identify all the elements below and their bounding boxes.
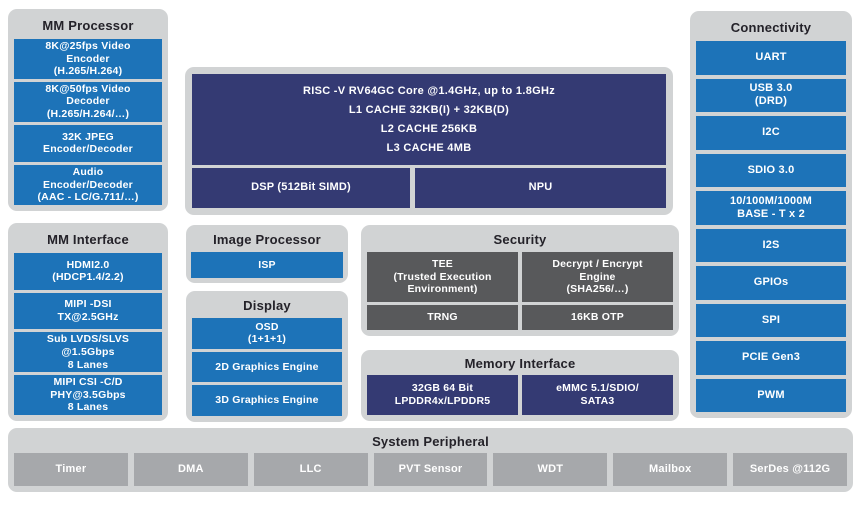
block-8k25-video-encoder: 8K@25fps Video Encoder (H.265/H.264) <box>14 39 162 79</box>
block-lpddr: 32GB 64 Bit LPDDR4x/LPDDR5 <box>367 375 518 415</box>
group-title-security: Security <box>493 232 547 247</box>
block-osd: OSD (1+1+1) <box>192 318 342 349</box>
memory-interface-row: 32GB 64 Bit LPDDR4x/LPDDR5 eMMC 5.1/SDIO… <box>367 375 673 415</box>
group-display: Display OSD (1+1+1) 2D Graphics Engine 3… <box>186 291 348 422</box>
block-jpeg-codec: 32K JPEG Encoder/Decoder <box>14 124 162 163</box>
group-cpu-core: RISC -V RV64GC Core @1.4GHz, up to 1.8GH… <box>185 67 673 215</box>
group-title-system-peripheral: System Peripheral <box>372 434 489 449</box>
block-i2c: I2C <box>696 116 846 150</box>
block-3d-graphics-engine: 3D Graphics Engine <box>192 385 342 417</box>
block-dma: DMA <box>133 453 248 486</box>
mm-processor-stack: 8K@25fps Video Encoder (H.265/H.264) 8K@… <box>14 39 162 205</box>
cpu-l2-cache: L2 CACHE 256KB <box>380 123 478 135</box>
group-mm-processor: MM Processor 8K@25fps Video Encoder (H.2… <box>8 9 168 211</box>
block-mailbox: Mailbox <box>613 453 728 486</box>
block-uart: UART <box>696 41 846 75</box>
block-cpu-core: RISC -V RV64GC Core @1.4GHz, up to 1.8GH… <box>192 74 666 165</box>
block-emmc-sdio-sata: eMMC 5.1/SDIO/ SATA3 <box>522 375 673 415</box>
connectivity-stack: UART USB 3.0 (DRD) I2C SDIO 3.0 10/100M/… <box>696 41 846 412</box>
group-title-mm-interface: MM Interface <box>47 232 129 247</box>
block-wdt: WDT <box>493 453 608 486</box>
image-processor-stack: ISP <box>191 252 343 278</box>
block-spi: SPI <box>696 303 846 337</box>
group-connectivity: Connectivity UART USB 3.0 (DRD) I2C SDIO… <box>690 11 852 418</box>
block-pvt-sensor: PVT Sensor <box>373 453 488 486</box>
block-gpio: GPIOs <box>696 266 846 300</box>
system-peripheral-row: Timer DMA LLC PVT Sensor WDT Mailbox Ser… <box>14 453 848 486</box>
group-title-memory-interface: Memory Interface <box>464 356 576 371</box>
group-memory-interface: Memory Interface 32GB 64 Bit LPDDR4x/LPD… <box>361 350 679 421</box>
block-2d-graphics-engine: 2D Graphics Engine <box>192 351 342 383</box>
block-ethernet: 10/100M/1000M BASE - T x 2 <box>696 191 846 225</box>
block-npu: NPU <box>415 168 666 208</box>
block-mipi-dsi: MIPI -DSI TX@2.5GHz <box>14 292 162 330</box>
group-title-display: Display <box>243 298 291 313</box>
security-grid: TEE (Trusted Execution Environment) Decr… <box>367 252 673 330</box>
block-serdes: SerDes @112G <box>733 453 848 486</box>
block-otp: 16KB OTP <box>522 305 673 330</box>
block-8k50-video-decoder: 8K@50fps Video Decoder (H.265/H.264/…) <box>14 81 162 122</box>
block-mipi-csi: MIPI CSI -C/D PHY@3.5Gbps 8 Lanes <box>14 375 162 415</box>
group-title-mm-processor: MM Processor <box>42 18 134 33</box>
block-sdio: SDIO 3.0 <box>696 153 846 187</box>
block-audio-codec: Audio Encoder/Decoder (AAC - LC/G.711/…) <box>14 165 162 205</box>
group-mm-interface: MM Interface HDMI2.0 (HDCP1.4/2.2) MIPI … <box>8 223 168 421</box>
block-isp: ISP <box>191 252 343 278</box>
cpu-l3-cache: L3 CACHE 4MB <box>386 142 472 154</box>
block-pcie: PCIE Gen3 <box>696 341 846 375</box>
mm-interface-stack: HDMI2.0 (HDCP1.4/2.2) MIPI -DSI TX@2.5GH… <box>14 253 162 415</box>
block-dsp: DSP (512Bit SIMD) <box>192 168 411 208</box>
cpu-core-spec: RISC -V RV64GC Core @1.4GHz, up to 1.8GH… <box>302 85 556 97</box>
block-llc: LLC <box>253 453 368 486</box>
group-system-peripheral: System Peripheral Timer DMA LLC PVT Sens… <box>8 428 853 492</box>
block-hdmi: HDMI2.0 (HDCP1.4/2.2) <box>14 253 162 290</box>
block-trng: TRNG <box>367 305 518 330</box>
block-tee: TEE (Trusted Execution Environment) <box>367 252 518 303</box>
block-i2s: I2S <box>696 228 846 262</box>
core-bottom-row: DSP (512Bit SIMD) NPU <box>192 168 666 208</box>
block-pwm: PWM <box>696 378 846 412</box>
block-crypto-engine: Decrypt / Encrypt Engine (SHA256/…) <box>522 252 673 303</box>
cpu-l1-cache: L1 CACHE 32KB(I) + 32KB(D) <box>348 104 510 116</box>
block-usb: USB 3.0 (DRD) <box>696 78 846 112</box>
group-security: Security TEE (Trusted Execution Environm… <box>361 225 679 336</box>
block-sub-lvds: Sub LVDS/SLVS @1.5Gbps 8 Lanes <box>14 332 162 373</box>
group-image-processor: Image Processor ISP <box>186 225 348 283</box>
group-title-image-processor: Image Processor <box>213 232 321 247</box>
block-timer: Timer <box>14 453 128 486</box>
display-stack: OSD (1+1+1) 2D Graphics Engine 3D Graphi… <box>192 318 342 417</box>
group-title-connectivity: Connectivity <box>730 20 812 35</box>
